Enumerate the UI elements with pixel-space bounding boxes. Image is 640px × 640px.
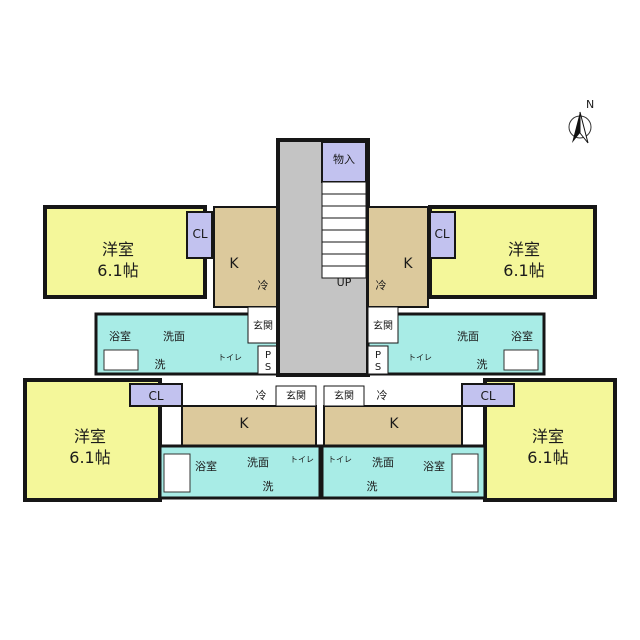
room-label-lr-1: 洋室 (532, 427, 564, 446)
cl-label-ul: CL (192, 227, 207, 241)
entrance-lr (323, 385, 365, 407)
ps-label-ur-p: P (375, 350, 381, 361)
room-label-ul-1: 洋室 (102, 240, 134, 259)
room-label-ll-2: 6.1帖 (69, 448, 110, 467)
stair-steps (321, 181, 367, 279)
room-label-ur-2: 6.1帖 (503, 261, 544, 280)
kitchen-lower-left (181, 405, 317, 447)
cl-label-ll: CL (148, 389, 163, 403)
toilet-label-ll: トイレ (290, 455, 314, 464)
toilet-label-lr: トイレ (328, 455, 352, 464)
entrance-label-ll: 玄関 (286, 389, 306, 402)
cl-upper-right (429, 211, 456, 259)
kitchen-upper-left (213, 206, 279, 308)
ps-label-ul-s: S (265, 362, 271, 373)
ps-ur (367, 345, 389, 375)
washroom-label-ur: 洗面 (457, 330, 479, 343)
room-label-lr-2: 6.1帖 (527, 448, 568, 467)
storage-core (321, 141, 367, 183)
room-label-ul-2: 6.1帖 (97, 261, 138, 280)
up-label: UP (337, 276, 352, 289)
k-label-ur: K (403, 256, 413, 272)
k-label-lr: K (389, 416, 399, 432)
cl-lower-right (461, 383, 515, 407)
washroom-label-ul: 洗面 (163, 330, 185, 343)
cl-label-lr: CL (480, 389, 495, 403)
ps-label-ur-s: S (375, 362, 381, 373)
entrance-ur (367, 306, 399, 344)
fridge-label-ul: 冷 (258, 279, 269, 292)
fridge-label-ll: 冷 (256, 389, 267, 402)
k-label-ul: K (229, 256, 239, 272)
room-upper-right (428, 205, 597, 299)
toilet-label-ur: トイレ (408, 353, 432, 362)
washer-label-ll: 洗 (263, 480, 274, 493)
storage-label: 物入 (333, 152, 355, 166)
washroom-label-lr: 洗面 (372, 456, 394, 469)
bath-label-ul: 浴室 (109, 329, 131, 343)
entrance-label-ul: 玄関 (253, 319, 273, 332)
room-label-ur-1: 洋室 (508, 240, 540, 259)
north-label: N (586, 98, 594, 111)
bath-tub-ll (163, 453, 191, 493)
toilet-label-ul: トイレ (218, 353, 242, 362)
room-label-ll-1: 洋室 (74, 427, 106, 446)
cl-label-ur: CL (434, 227, 449, 241)
entrance-ll (275, 385, 317, 407)
fridge-label-lr: 冷 (377, 389, 388, 402)
bath-tub-ur (503, 349, 539, 371)
cl-lower-left (129, 383, 183, 407)
compass-icon: N (568, 98, 594, 144)
washer-label-lr: 洗 (367, 480, 378, 493)
washroom-label-ll: 洗面 (247, 456, 269, 469)
bath-tub-lr (451, 453, 479, 493)
entrance-label-ur: 玄関 (373, 319, 393, 332)
fridge-label-ur: 冷 (376, 279, 387, 292)
bath-label-ur: 浴室 (511, 329, 533, 343)
bath-label-lr: 浴室 (423, 459, 445, 473)
washer-label-ur: 洗 (477, 358, 488, 371)
cl-upper-left (186, 211, 213, 259)
kitchen-upper-right (367, 206, 429, 308)
ps-label-ul-p: P (265, 350, 271, 361)
washer-label-ul: 洗 (155, 358, 166, 371)
k-label-ll: K (239, 416, 249, 432)
bath-tub-ul (103, 349, 139, 371)
bath-label-ll: 浴室 (195, 459, 217, 473)
entrance-label-lr: 玄関 (334, 389, 354, 402)
